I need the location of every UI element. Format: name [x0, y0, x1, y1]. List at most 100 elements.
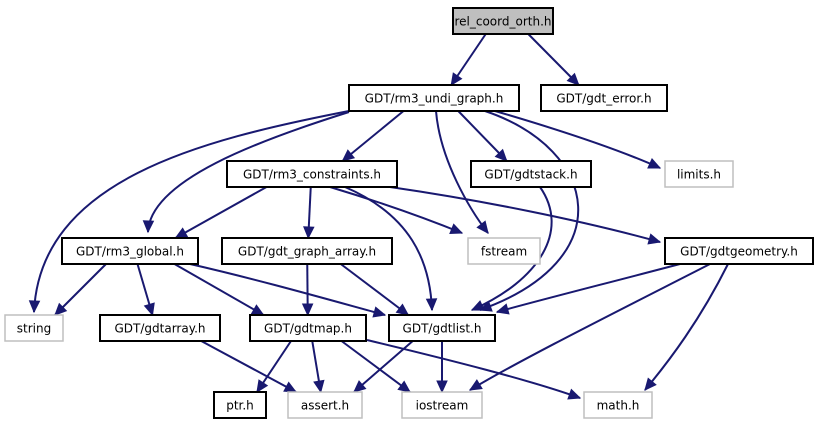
edge-rm3-constraints-to-gdt-graph-array-arrowhead	[303, 226, 315, 240]
node-box	[452, 7, 554, 35]
node-box	[583, 391, 653, 419]
edge-gdtarray-to-assert-arrowhead	[283, 381, 298, 393]
edge-rm3-constraints-to-gdtlist-arrowhead	[425, 298, 438, 312]
node-limits: limits.h	[664, 160, 734, 188]
edge-gdtgeometry-to-gdtlist	[496, 263, 681, 313]
edge-rm3-constraints-to-gdtgeometry	[389, 186, 661, 243]
node-gdt-error[interactable]: GDT/gdt_error.h	[540, 84, 668, 112]
edge-rel-coord-orth-to-gdt-error	[527, 33, 580, 86]
edge-gdtlist-to-assert-arrowhead	[353, 380, 367, 393]
node-label: iostream	[416, 399, 469, 413]
edge-rm3-global-to-string	[54, 263, 107, 316]
edge-rm3-undi-graph-to-gdtstack	[457, 110, 508, 162]
edge-gdtarray-to-assert	[200, 340, 297, 393]
node-label: math.h	[597, 399, 640, 413]
node-rel-coord-orth[interactable]: rel_coord_orth.h	[452, 7, 554, 35]
edge-gdtmap-to-assert-arrowhead	[313, 379, 325, 394]
edge-rm3-constraints-to-rm3-global	[175, 186, 267, 239]
node-rm3-constraints[interactable]: GDT/rm3_constraints.h	[226, 160, 398, 188]
node-string: string	[4, 314, 64, 342]
node-label: GDT/gdtstack.h	[484, 168, 577, 182]
node-label: GDT/gdtarray.h	[114, 322, 205, 336]
node-assert: assert.h	[287, 391, 363, 419]
node-label: GDT/gdtgeometry.h	[680, 245, 798, 259]
edge-rm3-undi-graph-to-fstream-arrowhead	[476, 220, 489, 234]
edge-rm3-undi-graph-to-rm3-constraints-arrowhead	[341, 149, 356, 162]
node-gdtlist[interactable]: GDT/gdtlist.h	[388, 314, 496, 342]
edge-gdtgeometry-to-math	[644, 263, 729, 391]
edge-gdt-graph-array-to-gdtlist	[340, 263, 409, 316]
node-box	[388, 314, 496, 342]
edge-rm3-constraints-to-fstream	[329, 186, 463, 234]
node-rm3-undi-graph[interactable]: GDT/rm3_undi_graph.h	[348, 84, 520, 112]
node-gdtmap[interactable]: GDT/gdtmap.h	[249, 314, 367, 342]
edge-gdtgeometry-to-iostream	[469, 263, 711, 391]
node-box	[221, 237, 393, 265]
node-rm3-global[interactable]: GDT/rm3_global.h	[61, 237, 199, 265]
edge-rm3-global-to-gdtmap-arrowhead	[250, 304, 265, 316]
node-label: rel_coord_orth.h	[454, 15, 551, 29]
edge-rm3-constraints-to-fstream-arrowhead	[449, 223, 464, 235]
edges-layer	[28, 33, 729, 400]
node-label: fstream	[481, 245, 527, 259]
edge-gdt-graph-array-to-gdtlist-arrowhead	[395, 303, 410, 316]
edge-gdt-graph-array-to-gdtmap-arrowhead	[301, 303, 314, 317]
node-label: GDT/gdt_graph_array.h	[238, 245, 376, 259]
edge-rm3-undi-graph-to-limits-arrowhead	[647, 158, 662, 169]
edge-rm3-undi-graph-to-string-arrowhead	[28, 300, 41, 314]
node-label: assert.h	[301, 399, 349, 413]
edge-gdtlist-to-assert	[353, 340, 414, 393]
node-label: limits.h	[677, 168, 721, 182]
edge-gdtmap-to-iostream-arrowhead	[397, 380, 411, 393]
edge-gdtmap-to-math-arrowhead	[567, 388, 582, 400]
node-gdt-graph-array[interactable]: GDT/gdt_graph_array.h	[221, 237, 393, 265]
edge-gdtmap-to-math	[366, 339, 581, 399]
node-label: GDT/rm3_constraints.h	[243, 168, 381, 182]
node-gdtstack[interactable]: GDT/gdtstack.h	[470, 160, 592, 188]
edge-gdtgeometry-to-iostream-arrowhead	[468, 379, 483, 391]
node-box	[99, 314, 221, 342]
edge-gdtmap-to-iostream	[340, 340, 411, 393]
node-fstream: fstream	[467, 237, 541, 265]
edge-rel-coord-orth-to-rm3-undi-graph-arrowhead	[450, 72, 463, 87]
node-label: GDT/gdt_error.h	[556, 92, 651, 106]
node-box	[401, 391, 483, 419]
node-ptr[interactable]: ptr.h	[213, 391, 267, 419]
node-label: GDT/rm3_global.h	[76, 245, 184, 259]
node-gdtgeometry[interactable]: GDT/gdtgeometry.h	[664, 237, 814, 265]
edge-gdtstack-to-gdtlist-arrowhead	[470, 300, 485, 311]
node-box	[287, 391, 363, 419]
edge-gdtlist-to-iostream-arrowhead	[436, 380, 448, 394]
node-box	[664, 237, 814, 265]
node-label: string	[17, 322, 51, 336]
edge-gdtgeometry-to-math-arrowhead	[644, 377, 657, 391]
edge-rm3-constraints-to-gdtlist	[344, 186, 433, 311]
node-box	[226, 160, 398, 188]
node-label: GDT/rm3_undi_graph.h	[365, 92, 504, 106]
edge-rm3-constraints-to-gdtgeometry-arrowhead	[647, 233, 662, 245]
node-box	[470, 160, 592, 188]
edge-rm3-global-to-gdtlist	[189, 263, 386, 316]
edge-rm3-undi-graph-to-gdtlist	[479, 110, 580, 311]
node-box	[467, 237, 541, 265]
node-gdtarray[interactable]: GDT/gdtarray.h	[99, 314, 221, 342]
edge-rm3-undi-graph-to-gdtstack-arrowhead	[494, 148, 508, 162]
node-box	[61, 237, 199, 265]
node-box	[213, 391, 267, 419]
edge-rm3-global-to-gdtlist-arrowhead	[372, 306, 387, 318]
edge-rm3-undi-graph-to-string	[33, 110, 350, 313]
edge-rm3-undi-graph-to-rm3-global-arrowhead	[142, 220, 155, 234]
edge-gdtgeometry-to-gdtlist-arrowhead	[495, 303, 510, 315]
edge-rm3-undi-graph-to-rm3-global	[147, 111, 350, 233]
edge-rel-coord-orth-to-gdt-error-arrowhead	[566, 72, 580, 86]
edge-rm3-global-to-gdtmap	[174, 263, 264, 316]
edge-rm3-global-to-gdtarray-arrowhead	[143, 302, 155, 317]
edge-gdtstack-to-gdtlist	[471, 186, 553, 311]
edge-rm3-constraints-to-rm3-global-arrowhead	[174, 227, 189, 239]
node-box	[664, 160, 734, 188]
node-label: GDT/gdtmap.h	[264, 322, 352, 336]
edge-gdtmap-to-ptr-arrowhead	[256, 379, 269, 394]
node-box	[540, 84, 668, 112]
